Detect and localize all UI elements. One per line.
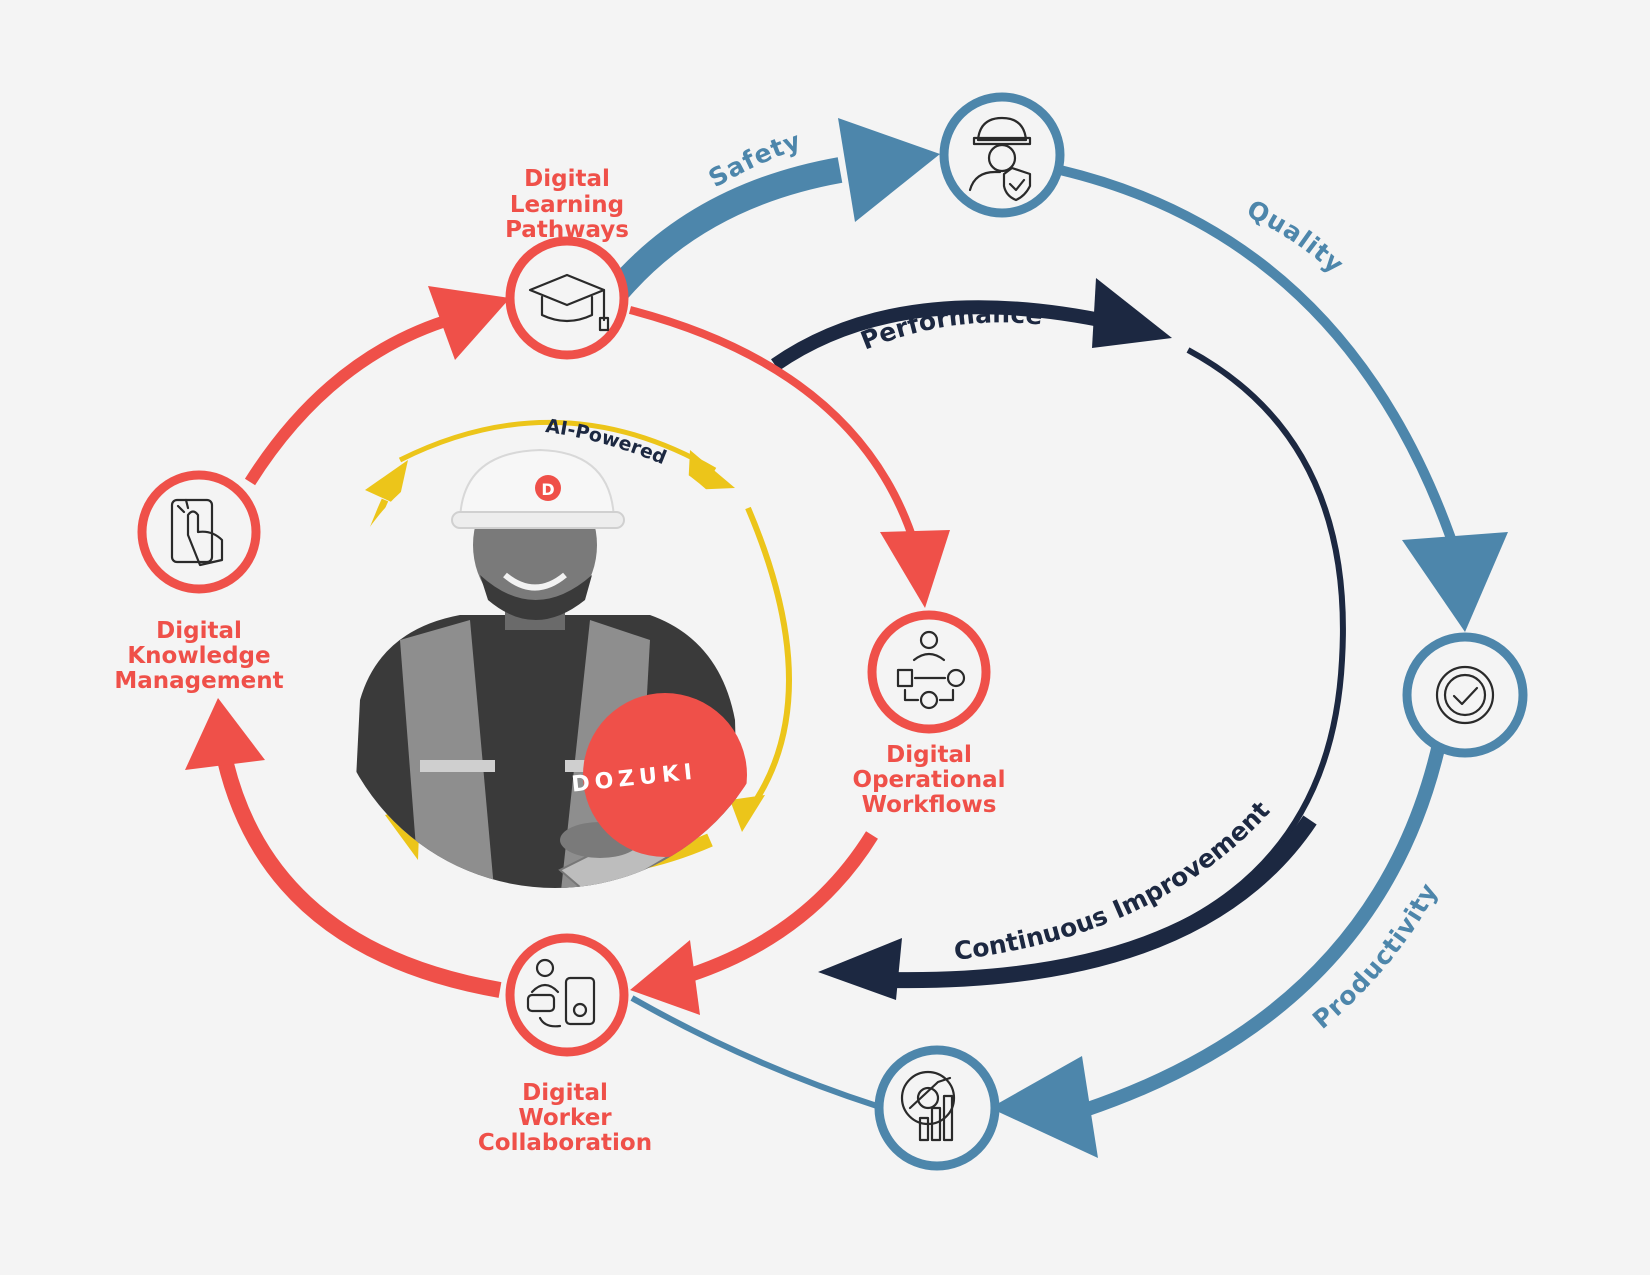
dozuki-logo-disc [583, 693, 747, 857]
yellow-arrowhead-bottom-right [730, 795, 765, 832]
red-cycle [185, 286, 950, 1015]
label-knowledge-line2: Knowledge [127, 643, 270, 669]
red-arrow-knowledge-to-learning [244, 312, 457, 486]
gear-chart-icon [900, 1070, 956, 1142]
label-collaboration: Digital Worker Collaboration [478, 1080, 652, 1156]
label-operational-line3: Workflows [862, 792, 997, 818]
yellow-arrowhead-top-left [365, 460, 408, 505]
navy-cycle [771, 278, 1346, 1000]
label-collaboration-line1: Digital [522, 1080, 608, 1106]
label-knowledge-line1: Digital [156, 618, 242, 644]
yellow-arc-right [745, 506, 792, 814]
performance-arrow-shaft [771, 300, 1112, 371]
safety-arrow-shaft [608, 157, 843, 299]
red-arrowhead-operational [880, 530, 950, 608]
safety-arrowhead [838, 118, 940, 222]
label-learning: Digital Learning Pathways [505, 166, 629, 243]
label-learning-line3: Pathways [505, 217, 629, 243]
node-productivity[interactable] [874, 1045, 1000, 1171]
red-arrowhead-knowledge [185, 698, 265, 770]
label-performance: Performance [857, 299, 1044, 355]
worker-photo: D [327, 432, 783, 888]
helmet-logo-letter: D [541, 480, 554, 499]
performance-arrowhead [1092, 278, 1172, 348]
node-operational[interactable] [867, 610, 991, 734]
label-knowledge: Digital Knowledge Management [114, 618, 283, 694]
red-arrow-operational-to-collaboration [687, 831, 878, 982]
workflow-icon [896, 630, 966, 710]
node-safety[interactable] [939, 92, 1065, 218]
quality-arrowhead [1402, 532, 1508, 632]
quality-arrow-shaft [1058, 165, 1465, 567]
continuous-improvement-arrowhead [818, 938, 902, 1000]
label-learning-line2: Learning [510, 192, 624, 218]
helmet-logo [535, 475, 561, 501]
label-collaboration-line3: Collaboration [478, 1130, 652, 1156]
label-learning-line1: Digital [524, 166, 610, 192]
red-arrow-collaboration-to-knowledge [217, 758, 502, 998]
label-collaboration-line2: Worker [518, 1105, 612, 1131]
label-continuous-improvement: Continuous Improvement [952, 796, 1275, 966]
yellow-arrowhead-top-right [688, 450, 735, 490]
label-operational: Digital Operational Workflows [853, 742, 1006, 818]
continuous-improvement-shaft [889, 815, 1317, 989]
graduation-cap-icon [528, 273, 610, 332]
productivity-arrow-shaft [1082, 738, 1447, 1117]
node-knowledge[interactable] [137, 470, 261, 594]
label-knowledge-line3: Management [114, 668, 283, 694]
productivity-arrowhead [990, 1056, 1098, 1158]
red-arrow-learning-to-operational [628, 306, 919, 547]
red-arrowhead-learning [428, 286, 510, 360]
return-blue-arc [630, 995, 878, 1109]
worker-shield-icon [968, 116, 1032, 202]
blue-cycle [608, 118, 1508, 1158]
touch-tablet-icon [170, 498, 224, 567]
node-collaboration[interactable] [505, 933, 629, 1057]
label-operational-line2: Operational [853, 767, 1006, 793]
yellow-arc-top [398, 419, 717, 473]
chat-mobile-icon [526, 958, 596, 1028]
node-quality[interactable] [1402, 632, 1528, 758]
quality-badge-icon [1435, 665, 1495, 725]
red-arrowhead-collaboration [630, 940, 700, 1015]
node-learning[interactable] [505, 236, 629, 360]
label-operational-line1: Digital [886, 742, 972, 768]
